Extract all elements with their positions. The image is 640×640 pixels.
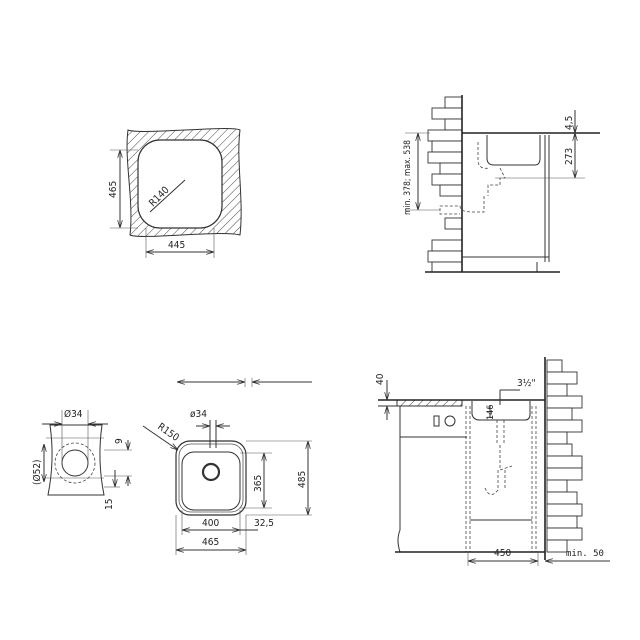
cutout-height-label: 465 — [108, 181, 119, 198]
drain-height-label: min. 378; max. 538 — [403, 140, 413, 215]
drain-hole — [201, 462, 221, 482]
rim-label: 4,5 — [564, 116, 575, 130]
counter-thickness-label: 40 — [375, 373, 386, 385]
brick-wall — [427, 95, 463, 273]
waste-outer-label: (Ø52) — [31, 459, 43, 485]
edge-label: 32,5 — [254, 518, 274, 529]
bowl-depth-label: 146 — [486, 405, 496, 420]
outer-depth-label: 485 — [297, 471, 308, 488]
inner-depth-label: 365 — [253, 475, 264, 492]
drain-size-label: 3½" — [517, 377, 536, 389]
side-view: min. 378; max. 538 4,5 273 — [403, 95, 600, 273]
sink-top-view: ø34 R150 365 485 400 32,5 465 — [142, 378, 312, 555]
offset-bottom-label: 15 — [104, 499, 115, 510]
waste-detail: Ø34 (Ø52) 9 15 — [31, 408, 132, 510]
inner-width-label: 400 — [202, 518, 219, 529]
offset-top-label: 9 — [114, 438, 125, 444]
waste-hole-label: Ø34 — [64, 408, 83, 420]
brick-wall — [544, 357, 583, 560]
install-view: 3½" 146 40 450 — [375, 357, 610, 566]
depth-label: 273 — [564, 148, 575, 165]
corner-radius-label: R150 — [155, 421, 181, 444]
cutout-width-label: 445 — [168, 240, 185, 251]
wall-gap-label: min. 50 — [566, 549, 604, 559]
tap-hole-label: ø34 — [190, 409, 207, 420]
cabinet-width-label: 450 — [494, 548, 511, 559]
cutout-view: 465 445 R140 — [108, 128, 242, 258]
outer-width-label: 465 — [202, 537, 219, 548]
